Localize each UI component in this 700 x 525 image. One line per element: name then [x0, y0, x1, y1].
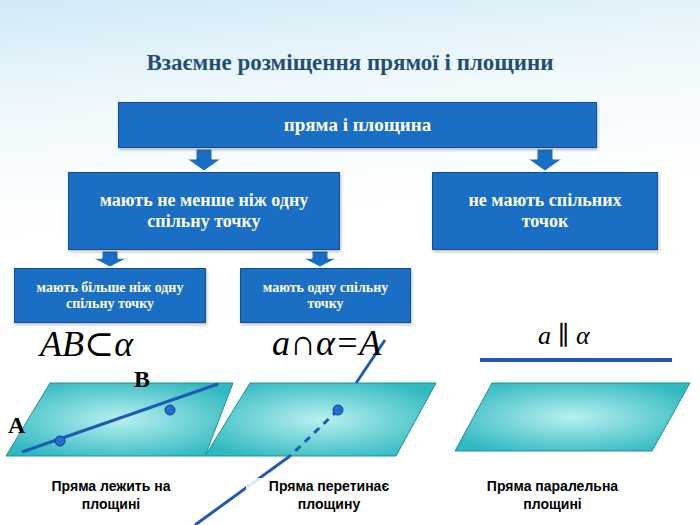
block-arrow — [93, 251, 127, 267]
caption: Пряма паралельна площині — [462, 478, 643, 513]
box-text: мають одну спільну точку — [247, 280, 404, 312]
point — [165, 405, 175, 415]
title: Взаємне розміщення прямої і площини — [0, 50, 700, 76]
point — [55, 436, 65, 446]
parallel-line — [480, 358, 672, 362]
formula: a ∥ α — [538, 320, 590, 351]
caption: Пряма лежить на площині — [18, 478, 204, 513]
box-text: пряма і площина — [284, 114, 431, 136]
category-box: не мають спільних точок — [432, 172, 658, 250]
box-text: не мають спільних точок — [443, 190, 647, 232]
line-in-plane — [22, 384, 218, 452]
formula: AB⊂α — [40, 323, 133, 365]
point-label: B — [134, 366, 150, 393]
point-label: A — [8, 412, 25, 439]
box-text: мають більше ніж одну спільну точку — [21, 280, 199, 312]
category-box: мають одну спільну точку — [240, 268, 411, 323]
category-box: мають не менше ніж одну спільну точку — [68, 172, 340, 250]
formula: a∩α=A — [272, 322, 381, 364]
caption: Пряма перетинає площину — [246, 478, 412, 513]
point — [333, 405, 343, 415]
plane — [205, 383, 436, 456]
block-arrow — [303, 251, 337, 267]
box-text: мають не менше ніж одну спільну точку — [79, 190, 329, 232]
category-box: мають більше ніж одну спільну точку — [14, 268, 206, 323]
category-box: пряма і площина — [118, 102, 597, 148]
block-arrow — [528, 149, 562, 171]
plane — [455, 383, 690, 451]
block-arrow — [187, 149, 221, 171]
hidden-line — [290, 410, 338, 456]
plane — [6, 383, 233, 456]
